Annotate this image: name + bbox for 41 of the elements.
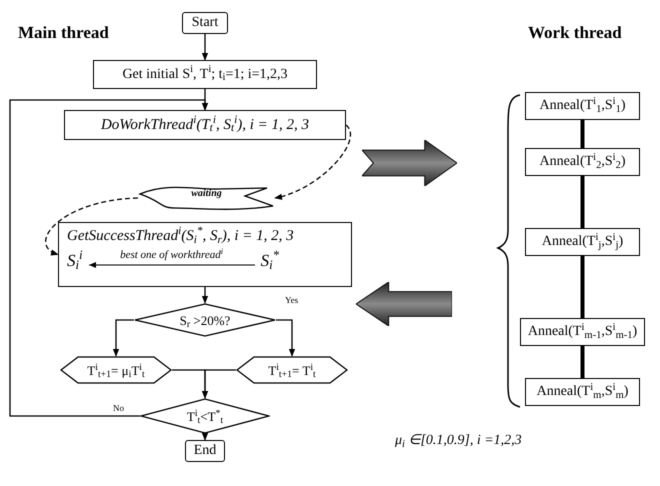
dashed-arrow [45,197,138,256]
box-label: Get initial S$^{i}$, T$^{i}$; t$_{i}$=1; i=1,2,3 [122,68,288,82]
arrow [276,319,296,357]
box-label: Anneal(T$^{i}$$_{1}$,S$^{i}$$_{1}$) [540,99,626,113]
arrow [202,432,208,441]
shape-label: waiting [191,189,222,199]
arrow [112,319,134,357]
box-label: End [194,444,216,458]
box-label: Anneal(T$^{i}$$_{m}$,S$^{i}$$_{m}$) [536,385,628,399]
arrow-label: best one of workthread$^{i}$ [120,250,224,261]
box-label: DoWorkThread$^{i}$(T$_{t}$$^{i}$, S$_{t}$$^{i}$), i = 1, 2, 3 [100,118,310,132]
box-label: Anneal(T$^{i}$$_{j}$,S$^{i}$$_{j}$) [542,235,624,249]
connector-line [580,120,584,148]
edge-label: Yes [285,295,298,305]
box-label: Start [192,16,218,30]
box-label: GetSuccessThread$^{i}$(S$_{i}$$^{*}$, S$_{r}$), i = 1, 2, 3 [67,227,295,246]
process-box [525,148,640,176]
process-box [525,92,640,120]
connector-line [580,256,584,318]
section-heading: Work thread [528,23,622,42]
process-box [520,318,645,346]
formula-note: μ$_{i}$ ∈[0.1,0.9], i =1,2,3 [395,433,522,448]
arrow [9,99,208,417]
arrow [202,34,208,61]
dashed-arrow [274,124,351,200]
process-box [185,440,225,462]
edge-label: No [113,403,124,413]
process-box [93,60,317,89]
section-heading: Main thread [18,23,109,42]
process-box [525,228,640,256]
connector-line [580,176,584,228]
arrow [202,287,208,304]
process-box [58,222,352,287]
box-label: Anneal(T$^{i}$$_{2}$,S$^{i}$$_{2}$) [540,155,626,169]
connector-line [580,346,584,378]
box-label: Anneal(T$^{i}$$_{m-1}$,S$^{i}$$_{m-1}$) [528,325,638,339]
process-box [525,378,640,406]
process-box [182,12,228,34]
shape-label: S$_{r}$ >20%? [180,314,230,326]
arrow [202,369,236,399]
process-box [64,110,346,140]
